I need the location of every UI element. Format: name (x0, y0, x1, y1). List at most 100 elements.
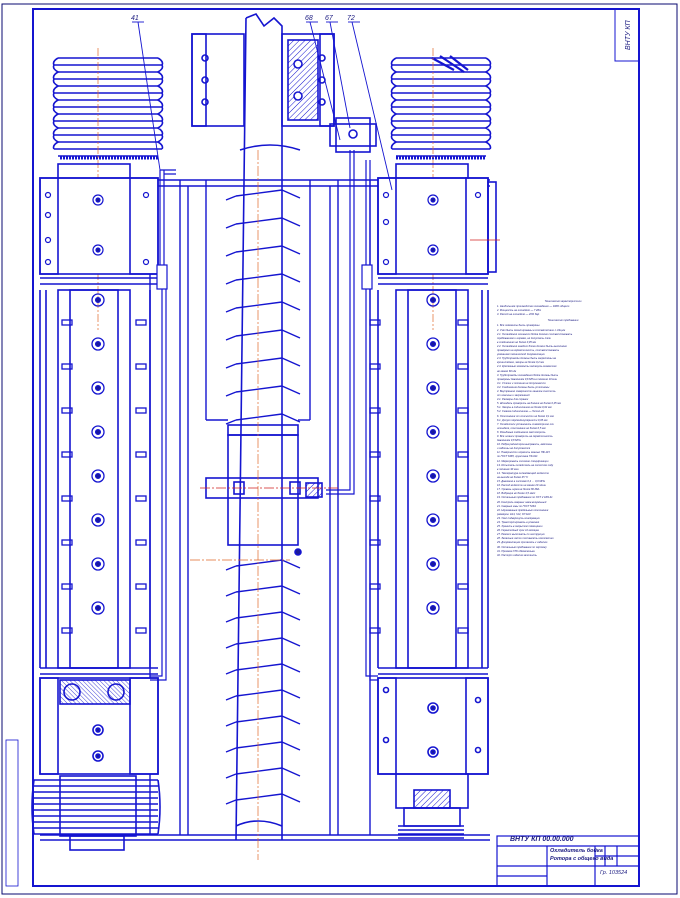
spindle-flute-edge (225, 273, 301, 285)
requirement-line: 19. Остальные требования по ОСТ 2 Н89-31 (497, 496, 553, 500)
spindle-flute-edge (225, 793, 301, 805)
right-column-bolts (369, 293, 469, 634)
requirement-line: 17. Уровень шума не более 80 дБА (497, 488, 540, 492)
requirement-line: 4. Внутренние поверхности каналов очисти… (497, 389, 556, 393)
corner-stamp: ВНТУ КП (614, 8, 640, 62)
column-bolt-ring (426, 557, 440, 571)
column-stud (61, 583, 73, 590)
sheet-outer-border (1, 3, 678, 895)
column-stud (135, 407, 147, 414)
column-bolt-ring (426, 513, 440, 527)
binding-strip (5, 739, 19, 887)
requirement-line: 2.2. Охлаждение каждого блока должно быт… (497, 344, 567, 348)
spindle-flute-edge (225, 611, 301, 623)
requirement-line: 3.1. Утечки и потение не допускаются (497, 381, 546, 385)
spindle-flute (235, 663, 283, 671)
requirement-line: 2.1. Охлаждение основного бойка должно с… (497, 332, 573, 336)
callout-68: 68 (305, 15, 313, 22)
spindle-flute-edge (225, 689, 301, 701)
spindle-flute-edge (225, 357, 301, 369)
requirement-line: 12. Маркировать согласно спецификации (497, 459, 549, 463)
column-bolt-ring (91, 513, 105, 527)
column-bolt-center (429, 296, 437, 304)
requirement-line: шпинделя, отклонение не более 0,5 мм (497, 426, 546, 430)
spindle-flute-edge (225, 585, 301, 597)
column-stud (135, 495, 147, 502)
requirement-line: 6.1. Допуск перпендикулярности 0,05 мм (497, 418, 548, 422)
spindle-flutes-lower (225, 559, 301, 805)
requirement-line: 5. Шпиндель проверить на биение не более… (497, 402, 561, 406)
column-stud (457, 363, 469, 370)
spindle-flute (235, 245, 283, 253)
column-bolt-center (429, 340, 437, 348)
requirement-line: на выходе не более 45 °С (497, 475, 529, 479)
column-stud (457, 539, 469, 546)
spindle-flute (235, 689, 283, 697)
spindle-flute-edge (225, 741, 301, 753)
right-column-body (377, 289, 489, 669)
requirement-line: не менее 60 Нм (497, 369, 517, 373)
requirement-line: 6. Отклонения от соосности не более 0,1 … (497, 414, 554, 418)
requirement-line: размеров: Н14, h14, ±IT14/2 (497, 512, 531, 516)
right-cooler (369, 48, 500, 839)
spindle-flute-edge (225, 217, 301, 229)
drawing-title-line-2: Ротора с общего вида (550, 856, 614, 862)
column-bolt-ring (426, 601, 440, 615)
spindle-flute (235, 715, 283, 723)
column-stud (135, 451, 147, 458)
title-block (496, 835, 640, 887)
column-stud (457, 583, 469, 590)
callout-leaders (132, 21, 393, 191)
requirement-line: и забоины не допускаются (497, 447, 531, 451)
column-bolt-ring (426, 293, 440, 307)
characteristic-line: 1. Наибольшее производство охлаждение — … (497, 305, 570, 309)
column-stud (61, 363, 73, 370)
column-bolt-center (429, 384, 437, 392)
drawing-title-line-1: Охладитель бойка (550, 848, 603, 854)
callout-72: 72 (347, 15, 355, 22)
requirement-line: 4.1. Размеры для справок (497, 398, 529, 402)
left-upper-bolts (44, 191, 150, 266)
spindle-flutes-upper (225, 189, 301, 425)
column-bolt-ring (91, 337, 105, 351)
technical-notes-block: Технические характеристики 1. Наибольшее… (497, 298, 629, 833)
column-stud (135, 539, 147, 546)
requirement-line: 10. Ребра радиаторов выправить, вмятины (497, 443, 553, 447)
spindle-flute (235, 559, 283, 567)
column-stud (61, 495, 73, 502)
requirement-line: 14. Температура охлаждающей жидкости (497, 471, 550, 475)
requirement-line: 3. Трубопроводы охлаждения бойка должны … (497, 373, 559, 377)
requirement-line: 24. Транспортировать в упаковке (497, 520, 540, 524)
column-bolt-center (94, 340, 102, 348)
document-code: ВНТУ КП 00.00.000 (510, 836, 574, 843)
callout-41: 41 (131, 15, 139, 22)
column-bolt-center (429, 604, 437, 612)
column-stud (457, 319, 469, 326)
spindle-shaft (235, 13, 301, 841)
column-bolt-center (94, 472, 102, 480)
spindle-collar (205, 424, 323, 556)
requirement-line: от окалины и загрязнений (497, 394, 530, 398)
characteristic-line: 3. Расход на шпинделе — 20% бар (497, 313, 540, 317)
requirement-line: 7. Охладители установить симметрично оси (497, 422, 554, 426)
left-column-bolts (61, 293, 147, 634)
spindle-flute-edge (225, 189, 301, 201)
column-bolt-center (94, 296, 102, 304)
requirement-line: 21. Сварные швы по ГОСТ 5264 (497, 504, 536, 508)
spindle-flute-edge (225, 329, 301, 341)
column-bolt-center (429, 516, 437, 524)
column-bolt-center (429, 560, 437, 568)
column-bolt-ring (426, 381, 440, 395)
column-bolt-ring (426, 337, 440, 351)
column-bolt-ring (91, 381, 105, 395)
column-bolt-center (429, 472, 437, 480)
spindle-flute (235, 301, 283, 309)
column-bolt-ring (91, 293, 105, 307)
left-cooler (31, 48, 164, 851)
spindle-flute-edge (225, 301, 301, 313)
spindle-flute (235, 217, 283, 225)
callout-labels: 41 68 67 72 (131, 15, 355, 22)
spindle-flute (235, 585, 283, 593)
column-stud (61, 627, 73, 634)
spindle-flute (235, 385, 283, 393)
